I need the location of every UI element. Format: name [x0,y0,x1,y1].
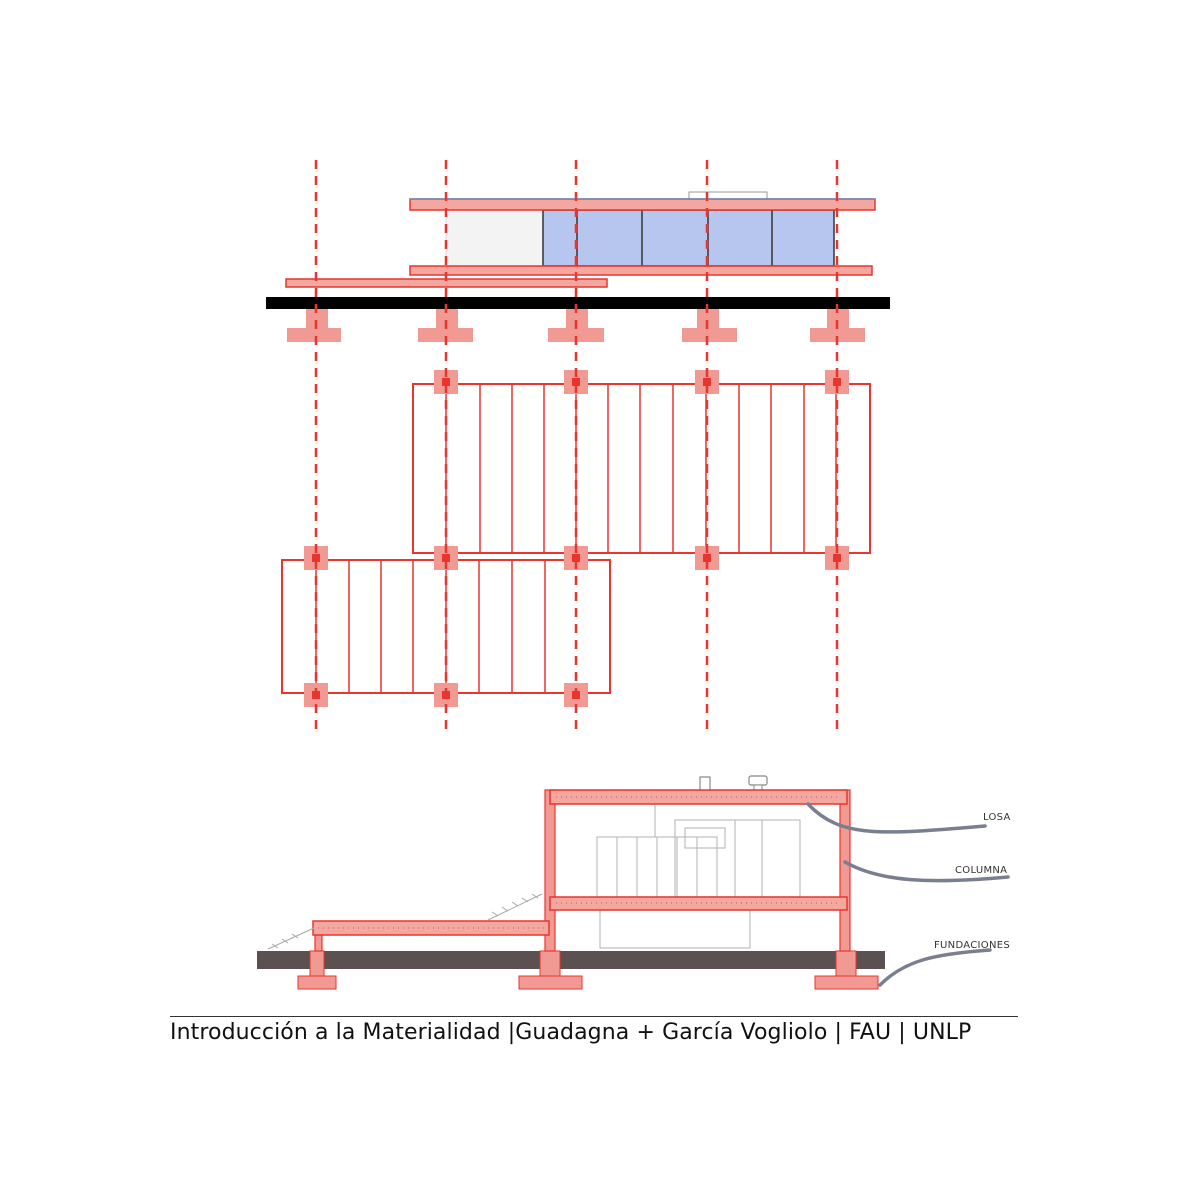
footing [418,328,473,342]
section-floor-slab [549,896,848,911]
fundaciones-leader [878,948,992,987]
footing [697,309,719,328]
footing-set [287,309,865,342]
fundaciones-label: FUNDACIONES [934,940,1010,951]
footing [566,309,588,328]
upper-slab-outline [412,383,871,554]
caption: Introducción a la Materialidad |Guadagna… [170,1020,972,1045]
losa-label: LOSA [983,812,1011,823]
section-view: LOSA COLUMNA FUNDACIONES [257,775,1011,990]
roof-element [688,191,768,200]
ground-line [266,297,890,309]
section-foundations [297,950,879,990]
leader-lines [806,802,1010,987]
section-roof-slab [549,789,848,805]
floor-slab [409,265,873,276]
roof-slab [409,198,876,211]
footing [306,309,328,328]
elevation-glazing [542,209,835,267]
lower-slab-joists [315,560,546,693]
section-ground [257,951,885,969]
footing [436,309,458,328]
elevation-view [266,191,890,342]
footing [682,328,737,342]
columna-label: COLUMNA [955,865,1007,876]
roof-vent [748,775,768,786]
columna-leader [843,860,1010,883]
stair-hatch [267,893,543,950]
elevation-wall-panel [445,209,544,267]
caption-rule [170,1016,1018,1017]
footing [287,328,341,342]
upper-slab-joists [445,384,837,553]
footing [827,309,849,328]
losa-leader [806,802,987,834]
footing [810,328,865,342]
footing [548,328,604,342]
interior-elements [596,805,801,949]
